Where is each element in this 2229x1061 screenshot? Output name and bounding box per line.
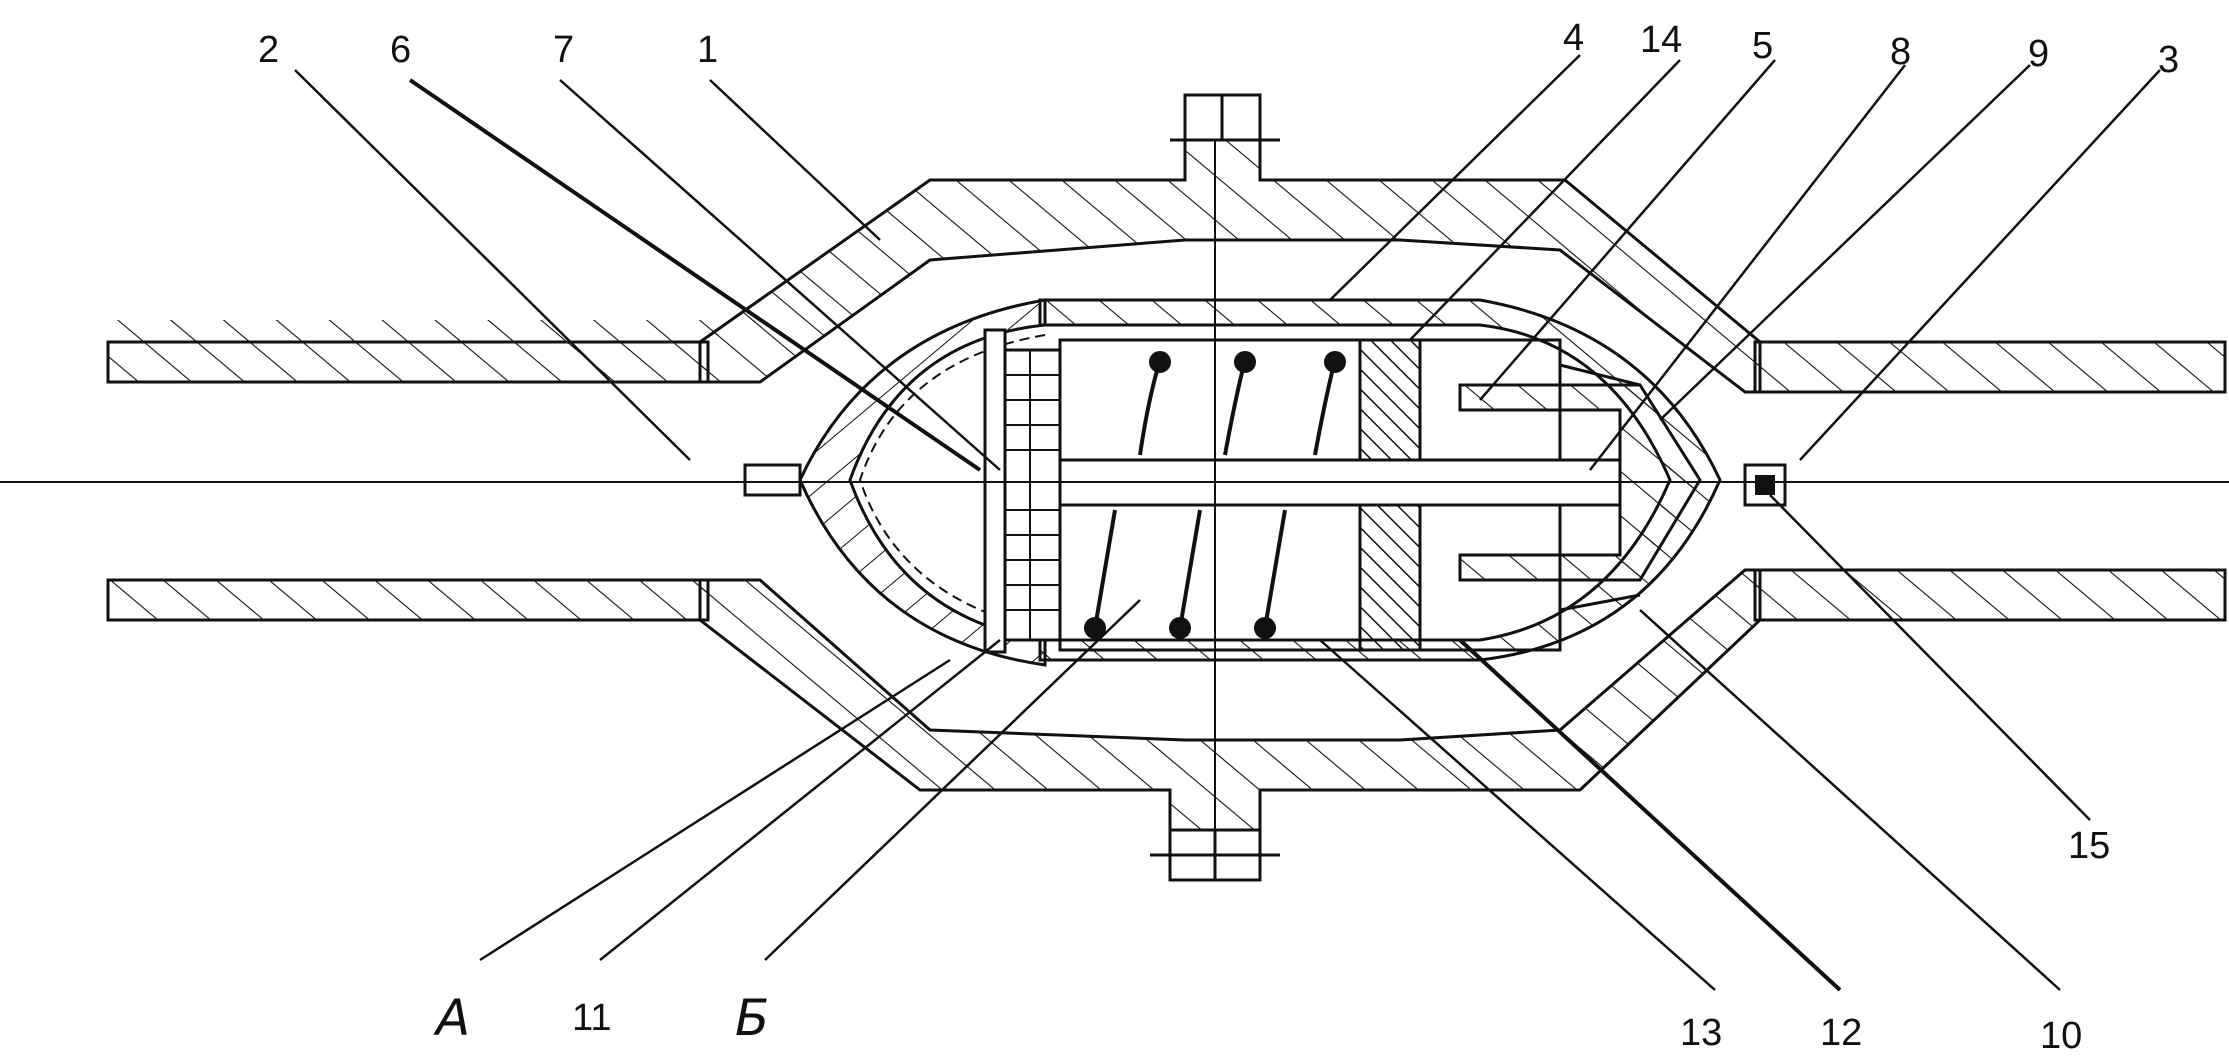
callout-3: 3 [2158,39,2179,81]
leader-1 [710,80,880,240]
callout-zone-a: А [433,989,470,1047]
callout-15: 15 [2068,825,2110,867]
callout-zone-b: Б [735,989,769,1047]
callout-7: 7 [553,29,574,71]
callout-1: 1 [697,29,718,71]
callout-6: 6 [390,29,411,71]
callout-12: 12 [1820,1012,1862,1054]
spring-coils-upper [1140,353,1344,455]
leader-10 [1640,610,2060,990]
diaphragm-disk [985,330,1060,652]
leader-3 [1800,70,2160,460]
flange-bolt-top [1170,95,1280,140]
flange-bolt-bottom [1150,830,1280,880]
leader-2 [295,70,690,460]
callout-8: 8 [1890,31,1911,73]
inlet-nozzle [745,465,800,495]
callout-13: 13 [1680,1012,1722,1054]
callout-10: 10 [2040,1015,2082,1057]
callout-14: 14 [1640,19,1682,61]
callout-5: 5 [1752,25,1773,67]
outlet-plug-core [1755,475,1775,495]
leader-4 [1330,55,1580,300]
spring-coils-lower [1086,510,1285,637]
inlet-pipe [108,320,760,620]
leader-7 [560,80,1000,470]
callout-2: 2 [258,29,279,71]
leader-A [480,660,950,960]
callout-11: 11 [572,997,611,1039]
callout-9: 9 [2028,33,2049,75]
callout-4: 4 [1563,17,1584,59]
